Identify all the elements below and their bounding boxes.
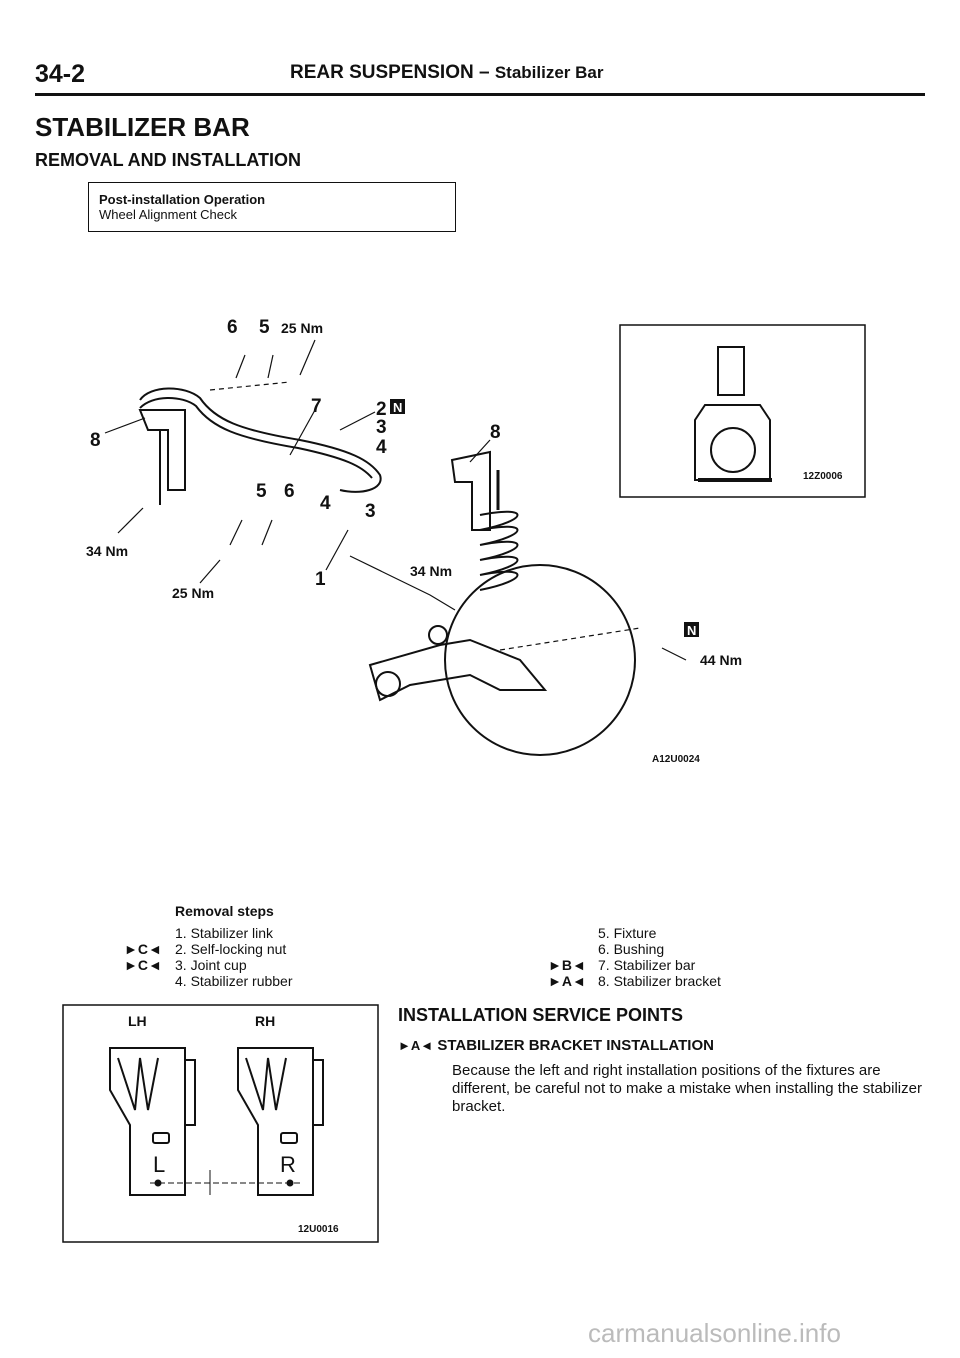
inset-frame bbox=[619, 324, 866, 498]
header-rule bbox=[35, 93, 925, 96]
subsection-name: Stabilizer Bar bbox=[494, 63, 604, 82]
callout-3-mid: 3 bbox=[365, 501, 376, 522]
new-part-mark-2: N bbox=[684, 622, 699, 638]
post-installation-label: Post-installation Operation bbox=[99, 192, 266, 207]
torque-center: 34 Nm bbox=[410, 563, 452, 579]
removal-steps-heading: Removal steps bbox=[175, 903, 274, 919]
bracket-left bbox=[138, 409, 186, 491]
installation-service-points-heading: INSTALLATION SERVICE POINTS bbox=[398, 1005, 684, 1025]
header-separator: – bbox=[478, 62, 490, 83]
service-mark-a-install: ►A◄ bbox=[398, 1038, 434, 1053]
section-name: REAR SUSPENSION bbox=[290, 62, 474, 83]
bracket-installation-heading: ►A◄ STABILIZER BRACKET INSTALLATION bbox=[398, 1037, 714, 1054]
inset-figure-code: 12Z0006 bbox=[803, 471, 843, 482]
callout-6-mid: 6 bbox=[284, 481, 295, 502]
step-5: 5. Fixture bbox=[598, 925, 657, 941]
callout-5-mid: 5 bbox=[256, 481, 267, 502]
bracket-installation-text: Because the left and right installation … bbox=[452, 1062, 922, 1115]
callout-7: 7 bbox=[311, 396, 322, 417]
post-installation-value: Wheel Alignment Check bbox=[99, 207, 238, 222]
page-number: 34-2 bbox=[35, 60, 86, 88]
service-mark-c-2: ►C◄ bbox=[124, 957, 162, 973]
callout-6-top: 6 bbox=[227, 317, 238, 338]
torque-left: 34 Nm bbox=[86, 543, 128, 559]
callout-1: 1 bbox=[315, 569, 326, 590]
rh-label: RH bbox=[255, 1013, 275, 1029]
callout-3-top: 3 bbox=[376, 417, 387, 438]
watermark: carmanualsonline.info bbox=[588, 1318, 841, 1348]
lh-label: LH bbox=[128, 1013, 147, 1029]
procedure-heading: REMOVAL AND INSTALLATION bbox=[35, 150, 301, 170]
step-8: 8. Stabilizer bracket bbox=[598, 973, 721, 989]
step-2: 2. Self-locking nut bbox=[175, 941, 287, 957]
running-header: REAR SUSPENSION – Stabilizer Bar bbox=[290, 62, 604, 84]
svg-text:N: N bbox=[687, 623, 696, 638]
step-3: 3. Joint cup bbox=[175, 957, 247, 973]
page-title: STABILIZER BAR bbox=[35, 112, 250, 142]
step-7: 7. Stabilizer bar bbox=[598, 957, 696, 973]
bracket-figure-code: 12U0016 bbox=[298, 1224, 339, 1235]
callout-8-left: 8 bbox=[90, 430, 101, 451]
torque-right: 44 Nm bbox=[700, 652, 742, 668]
post-installation-box: Post-installation Operation Wheel Alignm… bbox=[88, 182, 456, 232]
torque-left-bottom: 25 Nm bbox=[172, 585, 214, 601]
bracket-lh bbox=[109, 1047, 186, 1196]
bracket-right bbox=[450, 450, 491, 531]
callout-2: 2 bbox=[376, 399, 387, 420]
svg-text:N: N bbox=[393, 400, 402, 415]
l-mark: L bbox=[153, 1152, 165, 1177]
new-part-mark-1: N bbox=[390, 399, 405, 415]
figure-code: A12U0024 bbox=[652, 754, 700, 765]
coil-spring bbox=[479, 510, 519, 591]
wheel-disc bbox=[444, 564, 636, 756]
step-4: 4. Stabilizer rubber bbox=[175, 973, 293, 989]
stabilizer-bar bbox=[139, 387, 382, 493]
callout-4-top: 4 bbox=[376, 437, 387, 458]
service-mark-c-1: ►C◄ bbox=[124, 941, 162, 957]
step-1: 1. Stabilizer link bbox=[175, 925, 274, 941]
callout-5-top: 5 bbox=[259, 317, 270, 338]
torque-top: 25 Nm bbox=[281, 320, 323, 336]
inset-ball-joint-stud bbox=[717, 346, 745, 396]
callout-4-mid: 4 bbox=[320, 493, 331, 514]
r-mark: R bbox=[280, 1152, 296, 1177]
bracket-figure-frame bbox=[62, 1004, 379, 1243]
service-mark-a: ►A◄ bbox=[548, 973, 586, 989]
service-mark-b: ►B◄ bbox=[548, 957, 586, 973]
bracket-rh bbox=[237, 1047, 314, 1196]
callout-8-right: 8 bbox=[490, 422, 501, 443]
step-6: 6. Bushing bbox=[598, 941, 665, 957]
exploded-diagram: 6 5 25 Nm 7 2 N 3 4 8 8 5 6 4 3 1 34 Nm … bbox=[86, 317, 866, 765]
